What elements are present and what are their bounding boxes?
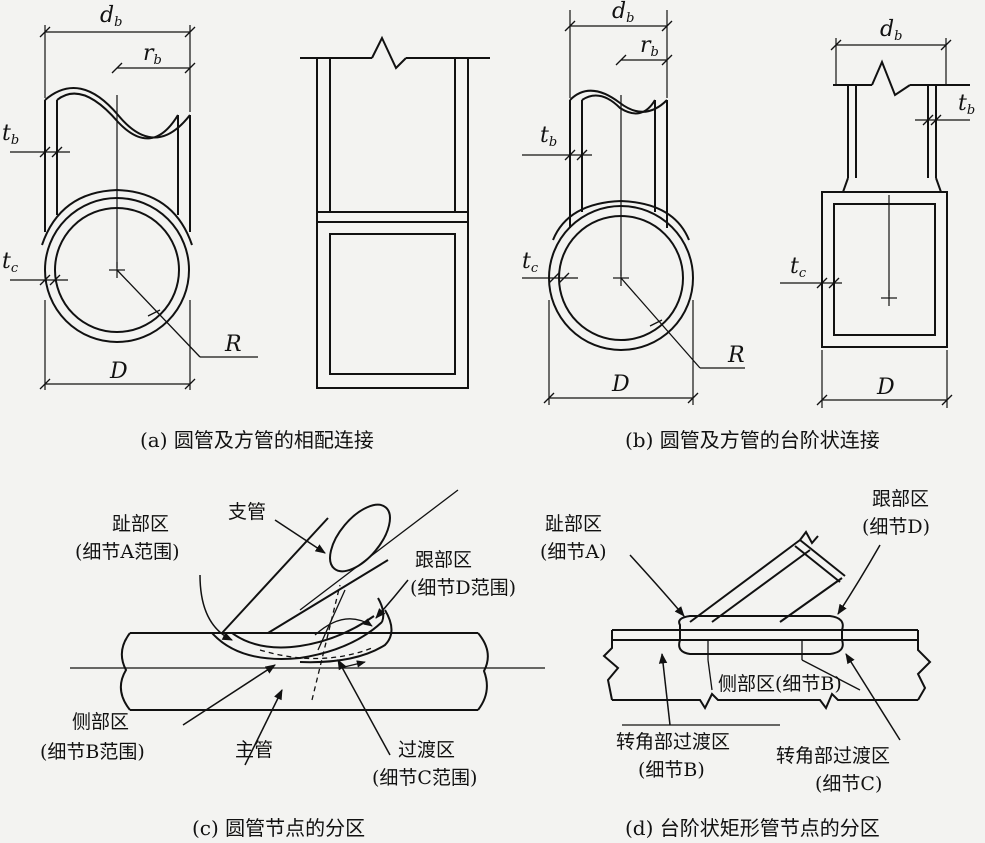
label-a-D: D (109, 359, 128, 384)
label-d-toe: 趾部区 (545, 513, 602, 535)
label-c-toe-detail: (细节A范围) (75, 541, 180, 563)
label-c-transition: 过渡区 (398, 739, 455, 761)
panel-b-square-joint (780, 38, 970, 408)
label-d-toe-detail: (细节A) (540, 541, 607, 563)
label-a-tb: tb (2, 121, 19, 148)
panel-d-rect-zones (602, 530, 932, 741)
label-d-corner2-detail: (细节C) (815, 773, 882, 795)
label-d-heel-detail: (细节D) (862, 516, 930, 538)
label-b-R: R (727, 343, 745, 368)
label-b-rb: rb (640, 33, 659, 60)
label-d-corner1-detail: (细节B) (638, 759, 705, 781)
caption-a: (a) 圆管及方管的相配连接 (140, 428, 374, 452)
label-b-db: db (612, 0, 634, 26)
panel-c-labels: 趾部区 (细节A范围) 支管 跟部区 (细节D范围) 侧部区 (细节B范围) 主… (40, 501, 516, 840)
caption-c: (c) 圆管节点的分区 (192, 816, 365, 840)
panel-d-labels: 趾部区 (细节A) 跟部区 (细节D) 侧部区(细节B) 转角部过渡区 (细节B… (540, 488, 930, 840)
label-d-side: 侧部区(细节B) (718, 673, 842, 695)
label-a-db: db (100, 3, 122, 30)
label-b-tc2: tc (790, 254, 807, 281)
label-d-corner2: 转角部过渡区 (776, 745, 890, 767)
label-a-tc: tc (2, 249, 19, 276)
label-c-toe: 趾部区 (112, 513, 169, 535)
label-a-rb: rb (143, 41, 162, 68)
label-b-db2: db (880, 17, 902, 44)
caption-b: (b) 圆管及方管的台阶状连接 (625, 428, 880, 452)
label-c-side: 侧部区 (72, 711, 129, 733)
panel-a-square-joint (300, 35, 490, 389)
caption-d: (d) 台阶状矩形管节点的分区 (625, 816, 880, 840)
label-c-branch: 支管 (228, 501, 266, 523)
label-c-transition-detail: (细节C范围) (372, 767, 477, 789)
panel-c-tube-zones (70, 489, 545, 766)
label-c-heel-detail: (细节D范围) (410, 577, 516, 599)
label-d-corner1: 转角部过渡区 (616, 731, 730, 753)
panel-a-labels: db rb tb tc D R (a) 圆管及方管的相配连接 (2, 3, 374, 452)
label-b-tb: tb (540, 123, 557, 150)
label-d-heel: 跟部区 (872, 488, 929, 510)
panel-b-circular-joint (522, 10, 745, 405)
label-b-tc: tc (522, 249, 539, 276)
panel-a-circular-joint (10, 25, 258, 390)
label-a-R: R (224, 332, 242, 357)
label-b-tb2: tb (958, 91, 975, 118)
panel-b-labels: db rb tb tc D R db tb tc D (b) 圆管及方管的台阶状… (522, 0, 975, 452)
label-c-side-detail: (细节B范围) (40, 741, 145, 763)
label-c-heel: 跟部区 (415, 549, 472, 571)
label-c-chord: 主管 (235, 739, 273, 761)
label-b-D2: D (876, 375, 895, 400)
label-b-D: D (611, 372, 630, 397)
